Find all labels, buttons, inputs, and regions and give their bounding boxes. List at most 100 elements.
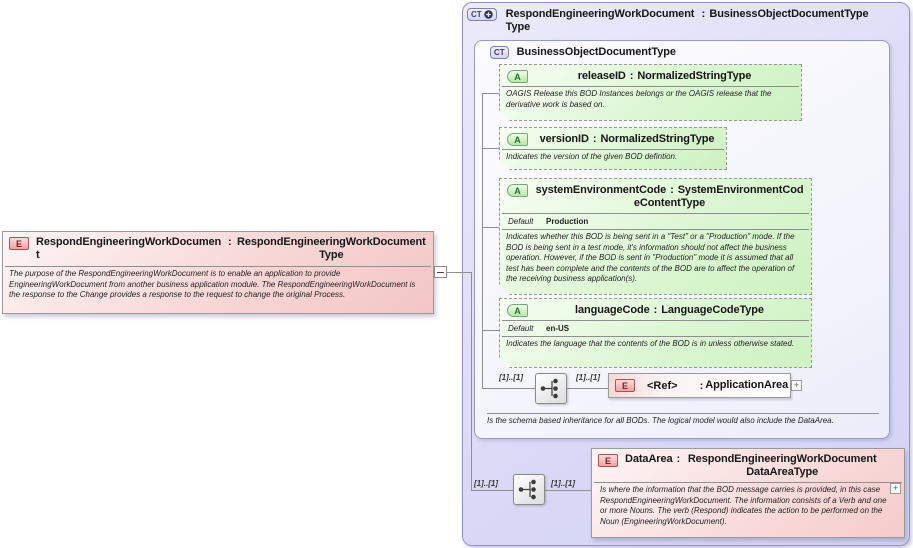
connector-line	[567, 388, 608, 389]
expand-toggle-button[interactable]: +	[890, 483, 901, 494]
plus-icon: +	[892, 483, 899, 493]
colon-separator: :	[699, 379, 704, 392]
complextype-badge-label: CT	[471, 10, 482, 19]
expand-toggle-button[interactable]: +	[791, 380, 802, 391]
base-type-header[interactable]: CT BusinessObjectDocumentType	[490, 46, 676, 59]
attribute-name: languageCode	[575, 304, 650, 316]
attribute-badge: A	[507, 70, 528, 83]
element-type: RespondEngineeringWorkDocumentType	[236, 236, 426, 261]
attribute-annotation: Indicates whether this BOD is being sent…	[506, 232, 795, 283]
colon-separator: :	[629, 70, 634, 82]
connector-line	[482, 148, 499, 149]
collapse-toggle-button[interactable]	[434, 266, 447, 278]
sequence-glyph-icon	[518, 479, 536, 500]
connector-line	[545, 490, 591, 491]
cardinality-label: [1]..[1]	[474, 479, 498, 488]
attribute-badge: A	[507, 184, 528, 197]
default-value-row: Default Production	[500, 214, 811, 229]
plus-icon: +	[793, 380, 800, 390]
attribute-header: A versionID:NormalizedStringType	[500, 128, 726, 149]
element-header: E RespondEngineeringWorkDocument : Respo…	[3, 232, 433, 264]
attribute-type: SystemEnvironmentCodeContentType	[633, 184, 804, 209]
colon-separator: :	[676, 453, 681, 465]
divider	[502, 320, 809, 321]
minus-icon	[437, 271, 444, 273]
connector-line	[482, 93, 483, 389]
attribute-badge: A	[507, 133, 528, 146]
sequence-icon[interactable]	[513, 474, 545, 505]
element-annotation: The purpose of the RespondEngineeringWor…	[5, 266, 431, 301]
element-name: DataArea	[625, 453, 673, 465]
colon-separator: :	[653, 304, 658, 316]
colon-separator: :	[592, 133, 597, 145]
element-badge: E	[615, 379, 635, 392]
element-badge-label: E	[15, 238, 22, 249]
connector-line	[471, 272, 472, 491]
element-ref-label: <Ref>	[647, 379, 678, 392]
default-label: Default	[508, 324, 534, 333]
element-type: ApplicationArea	[705, 379, 789, 391]
attribute-box-system-environment-code[interactable]: A systemEnvironmentCode:SystemEnvironmen…	[499, 178, 812, 295]
connector-line	[447, 272, 471, 273]
complextype-badge: CT	[490, 46, 509, 59]
divider	[502, 213, 809, 214]
attribute-name: systemEnvironmentCode	[535, 184, 667, 196]
connector-line	[482, 93, 499, 94]
element-badge: E	[9, 237, 29, 250]
colon-separator: :	[670, 184, 674, 196]
complextype-header[interactable]: CT RespondEngineeringWorkDocumentType : …	[467, 8, 897, 34]
complextype-badge: CT	[467, 8, 497, 21]
attribute-box-version-id[interactable]: A versionID:NormalizedStringType Indicat…	[499, 127, 727, 170]
attribute-badge-label: A	[514, 134, 521, 145]
default-value: en-US	[546, 324, 570, 333]
divider	[502, 149, 724, 150]
element-name: RespondEngineeringWorkDocument	[36, 236, 222, 261]
element-badge: E	[598, 454, 618, 467]
attribute-title: versionID:NormalizedStringType	[534, 133, 720, 146]
attribute-box-release-id[interactable]: A releaseID:NormalizedStringType OAGIS R…	[499, 64, 802, 121]
default-value-row: Default en-US	[500, 321, 811, 336]
sequence-glyph-icon	[540, 378, 558, 399]
element-box-application-area[interactable]: E <Ref> : ApplicationArea	[608, 373, 791, 398]
base-type-annotation: Is the schema based inheritance for all …	[487, 413, 879, 427]
connector-line	[482, 330, 499, 331]
attribute-name: versionID	[539, 133, 589, 145]
default-value: Production	[546, 217, 589, 226]
attribute-title: systemEnvironmentCode:SystemEnvironmentC…	[534, 184, 805, 210]
complextype-badge-label: CT	[494, 48, 505, 57]
cardinality-label: [1]..[1]	[576, 373, 600, 382]
attribute-badge-label: A	[514, 185, 521, 196]
complextype-base-type: BusinessObjectDocumentType	[709, 8, 869, 20]
attribute-annotation: Indicates the version of the given BOD d…	[506, 152, 678, 161]
divider	[502, 229, 809, 230]
connector-line	[482, 227, 499, 228]
element-badge-label: E	[621, 380, 628, 391]
element-annotation: Is where the information that the BOD me…	[594, 482, 902, 527]
element-box-data-area[interactable]: E DataArea : RespondEngineeringWorkDocum…	[591, 448, 905, 538]
cardinality-label: [1]..[1]	[499, 373, 523, 382]
cardinality-label: [1]..[1]	[551, 479, 575, 488]
attribute-badge-label: A	[514, 305, 521, 316]
default-label: Default	[508, 217, 534, 226]
complextype-name: RespondEngineeringWorkDocumentType	[505, 8, 695, 33]
attribute-type: LanguageCodeType	[661, 304, 764, 316]
attribute-name: releaseID	[577, 70, 626, 82]
element-header: E DataArea : RespondEngineeringWorkDocum…	[592, 449, 904, 481]
divider	[502, 86, 799, 87]
divider	[502, 336, 809, 337]
attribute-badge-label: A	[514, 71, 521, 82]
attribute-badge: A	[507, 304, 528, 317]
attribute-type: NormalizedStringType	[637, 70, 752, 82]
sequence-icon[interactable]	[535, 373, 567, 404]
attribute-box-language-code[interactable]: A languageCode:LanguageCodeType Default …	[499, 298, 812, 368]
attribute-header: A languageCode:LanguageCodeType	[500, 299, 811, 320]
attribute-title: languageCode:LanguageCodeType	[534, 304, 805, 317]
attribute-header: A releaseID:NormalizedStringType	[500, 65, 801, 86]
base-type-name: BusinessObjectDocumentType	[516, 46, 676, 58]
connector-line	[482, 388, 535, 389]
colon-separator: :	[228, 236, 232, 248]
element-type: RespondEngineeringWorkDocumentDataAreaTy…	[687, 453, 877, 478]
element-box-respond-engineering-work-document[interactable]: E RespondEngineeringWorkDocument : Respo…	[2, 231, 434, 314]
attribute-annotation: Indicates the language that the contents…	[506, 339, 795, 348]
